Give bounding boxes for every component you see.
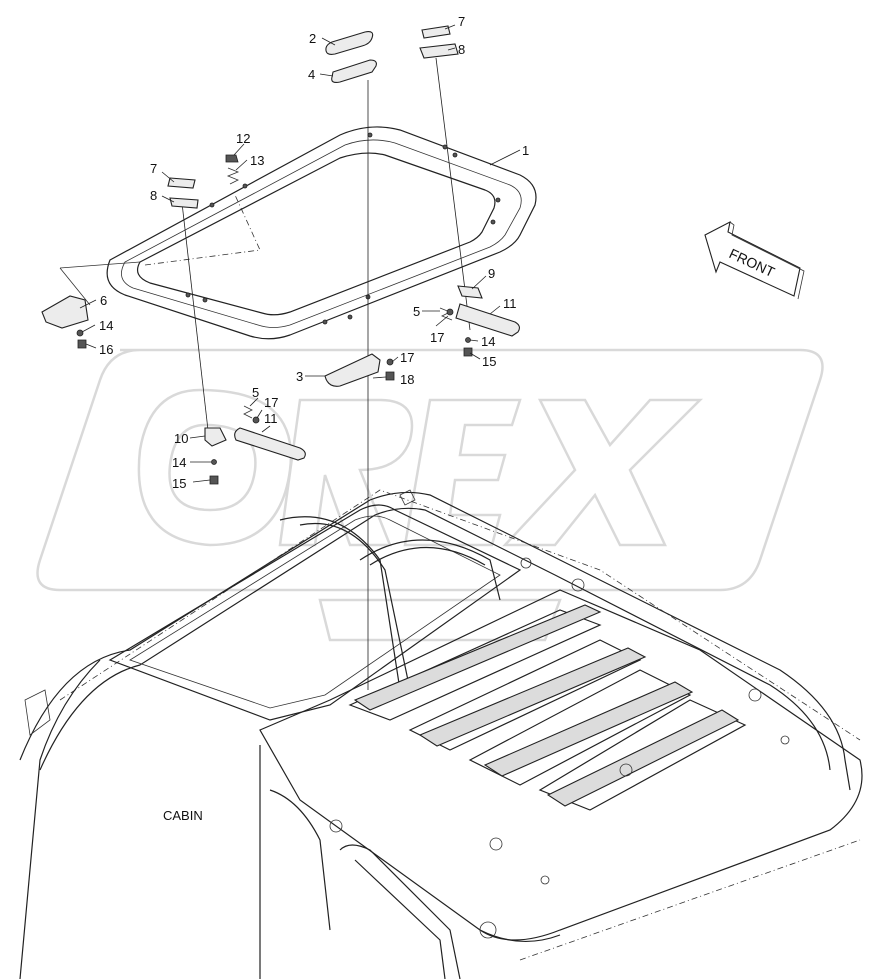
cabin-label: CABIN: [163, 808, 203, 823]
callout-4: 4: [308, 67, 315, 82]
hatch-panel: [59, 126, 537, 340]
callout-13: 13: [250, 153, 264, 168]
callout-17c: 17: [264, 395, 278, 410]
callout-10: 10: [174, 431, 188, 446]
callout-17a: 17: [430, 330, 444, 345]
callout-5b: 5: [252, 385, 259, 400]
callout-18: 18: [400, 372, 414, 387]
watermark-logo: [36, 348, 824, 642]
callout-9: 9: [488, 266, 495, 281]
callout-14b: 14: [481, 334, 495, 349]
small-parts: [41, 25, 521, 485]
callout-12: 12: [236, 131, 250, 146]
callout-16: 16: [99, 342, 113, 357]
callout-7a: 7: [458, 14, 465, 29]
callout-7b: 7: [150, 161, 157, 176]
leader-lines: [79, 24, 521, 483]
callout-11b: 11: [264, 411, 278, 426]
front-arrow: FRONT: [704, 220, 805, 300]
callout-5a: 5: [413, 304, 420, 319]
callout-8b: 8: [150, 188, 157, 203]
callout-11a: 11: [503, 296, 517, 311]
callout-numbers: 1 2 3 4 5 5 6 7 7 8 8 9 10 11 11 12 13 1…: [99, 14, 529, 491]
callout-17b: 17: [400, 350, 414, 365]
callout-14a: 14: [99, 318, 113, 333]
callout-15b: 15: [172, 476, 186, 491]
callout-14c: 14: [172, 455, 186, 470]
cabin-roof: [19, 489, 863, 979]
callout-8a: 8: [458, 42, 465, 57]
callout-2: 2: [309, 31, 316, 46]
callout-1: 1: [522, 143, 529, 158]
callout-15a: 15: [482, 354, 496, 369]
callout-6: 6: [100, 293, 107, 308]
callout-3: 3: [296, 369, 303, 384]
assembly-lines: [181, 57, 471, 690]
